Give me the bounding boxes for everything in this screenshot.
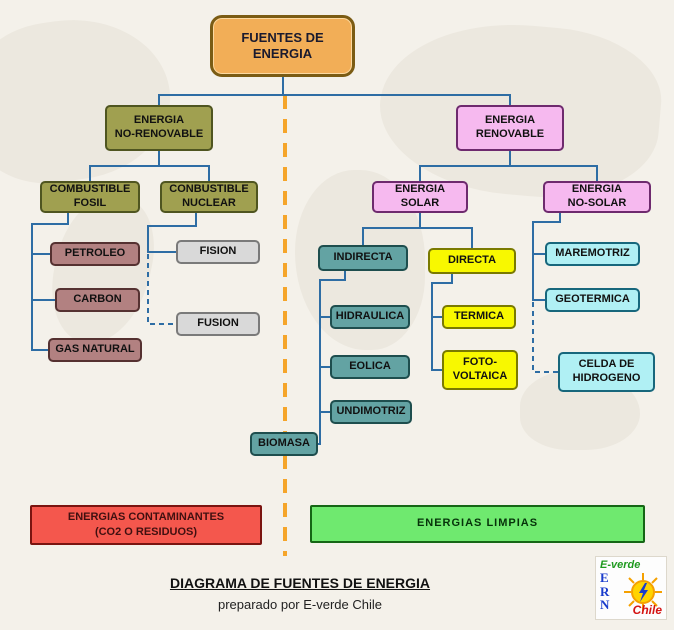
banner-energias-contaminantes: ENERGIAS CONTAMINANTES (CO2 O RESIDUOS) bbox=[30, 505, 262, 545]
node-petroleo: PETROLEO bbox=[50, 242, 140, 266]
banner-energias-limpias: ENERGIAS LIMPIAS bbox=[310, 505, 645, 543]
node-eolica: EOLICA bbox=[330, 355, 410, 379]
node-fuentes-de-energia: FUENTES DE ENERGIA bbox=[210, 15, 355, 77]
diagram-title: DIAGRAMA DE FUENTES DE ENERGIA bbox=[169, 575, 431, 591]
node-biomasa: BIOMASA bbox=[250, 432, 318, 456]
node-geotermica: GEOTERMICA bbox=[545, 288, 640, 312]
node-carbon: CARBON bbox=[55, 288, 140, 312]
node-energia-no-solar: ENERGIA NO-SOLAR bbox=[543, 181, 651, 213]
logo-everde-text: E-verde bbox=[600, 559, 641, 571]
node-energia-no-renovable: ENERGIA NO-RENOVABLE bbox=[105, 105, 213, 151]
node-hidraulica: HIDRAULICA bbox=[330, 305, 410, 329]
everde-chile-logo: E-verde E R N Chile bbox=[595, 556, 667, 620]
node-energia-solar: ENERGIA SOLAR bbox=[372, 181, 468, 213]
node-indirecta: INDIRECTA bbox=[318, 245, 408, 271]
node-gas-natural: GAS NATURAL bbox=[48, 338, 142, 362]
node-maremotriz: MAREMOTRIZ bbox=[545, 242, 640, 266]
node-conbustible-nuclear: CONBUSTIBLE NUCLEAR bbox=[160, 181, 258, 213]
node-undimotriz: UNDIMOTRIZ bbox=[330, 400, 412, 424]
node-directa: DIRECTA bbox=[428, 248, 516, 274]
node-termica: TERMICA bbox=[442, 305, 516, 329]
sun-icon bbox=[624, 573, 662, 611]
logo-ern-letters: E R N bbox=[600, 571, 609, 612]
node-fusion: FUSION bbox=[176, 312, 260, 336]
node-fotovoltaica: FOTO- VOLTAICA bbox=[442, 350, 518, 390]
logo-letter-e: E bbox=[600, 570, 609, 585]
logo-letter-r: R bbox=[600, 583, 610, 599]
node-combustible-fosil: COMBUSTIBLE FOSIL bbox=[40, 181, 140, 213]
logo-chile-text: Chile bbox=[632, 603, 662, 617]
lightning-icon bbox=[639, 583, 648, 602]
diagram-subtitle: preparado por E-verde Chile bbox=[217, 597, 383, 612]
map-blob-north-america bbox=[0, 6, 181, 194]
node-fision: FISION bbox=[176, 240, 260, 264]
logo-letter-n: N bbox=[600, 597, 610, 613]
node-celda-de-hidrogeno: CELDA DE HIDROGENO bbox=[558, 352, 655, 392]
node-energia-renovable: ENERGIA RENOVABLE bbox=[456, 105, 564, 151]
